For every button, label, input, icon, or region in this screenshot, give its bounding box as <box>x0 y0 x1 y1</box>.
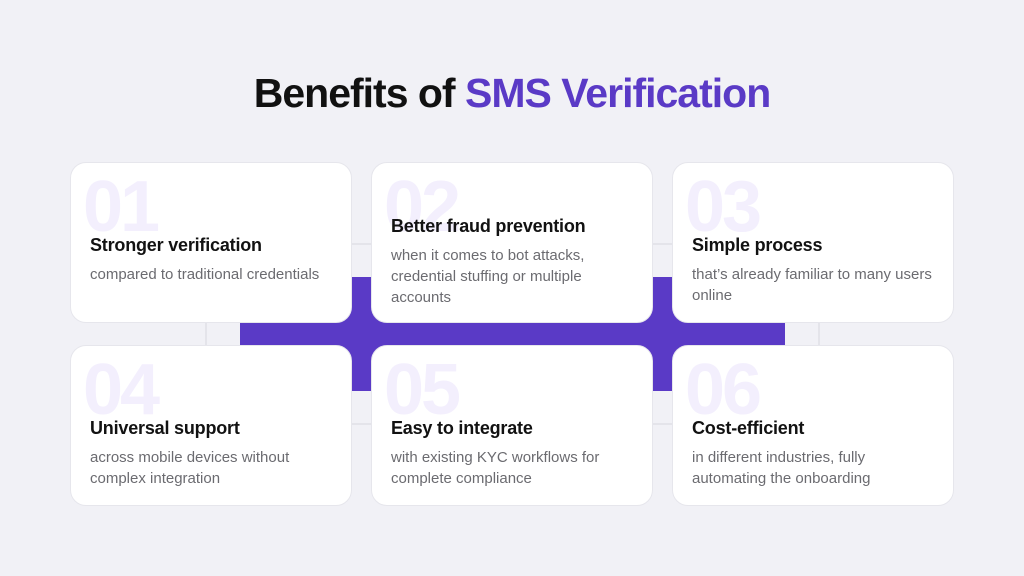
benefit-card-6: 06 Cost-efficient in different industrie… <box>672 345 954 506</box>
card-heading: Cost-efficient <box>692 418 805 438</box>
card-heading: Easy to integrate <box>391 418 533 438</box>
card-description: across mobile devices without complex in… <box>90 449 290 487</box>
card-description: when it comes to bot attacks, credential… <box>391 247 585 306</box>
page-title: Benefits of SMS Verification <box>0 70 1024 117</box>
card-heading: Simple process <box>692 235 823 255</box>
title-prefix: Benefits of <box>253 70 465 116</box>
title-accent: SMS Verification <box>464 70 771 116</box>
card-heading: Universal support <box>90 418 240 438</box>
card-heading: Better fraud prevention <box>391 216 586 236</box>
card-description: that’s already familiar to many users on… <box>692 266 932 304</box>
benefit-card-5: 05 Easy to integrate with existing KYC w… <box>371 345 653 506</box>
card-number: 04 <box>83 350 160 430</box>
benefit-card-2: 02 Better fraud prevention when it comes… <box>371 162 653 323</box>
card-number: 02 <box>384 167 461 247</box>
benefit-card-1: 01 Stronger verification compared to tra… <box>70 162 352 323</box>
card-number: 05 <box>384 350 461 430</box>
card-description: with existing KYC workflows for complete… <box>391 449 600 487</box>
card-number: 03 <box>685 167 762 247</box>
benefit-card-3: 03 Simple process that’s already familia… <box>672 162 954 323</box>
card-number: 01 <box>83 167 160 247</box>
card-description: in different industries, fully automatin… <box>692 449 871 487</box>
card-number: 06 <box>685 350 762 430</box>
benefit-card-4: 04 Universal support across mobile devic… <box>70 345 352 506</box>
card-heading: Stronger verification <box>90 235 262 255</box>
card-description: compared to traditional credentials <box>90 266 320 283</box>
